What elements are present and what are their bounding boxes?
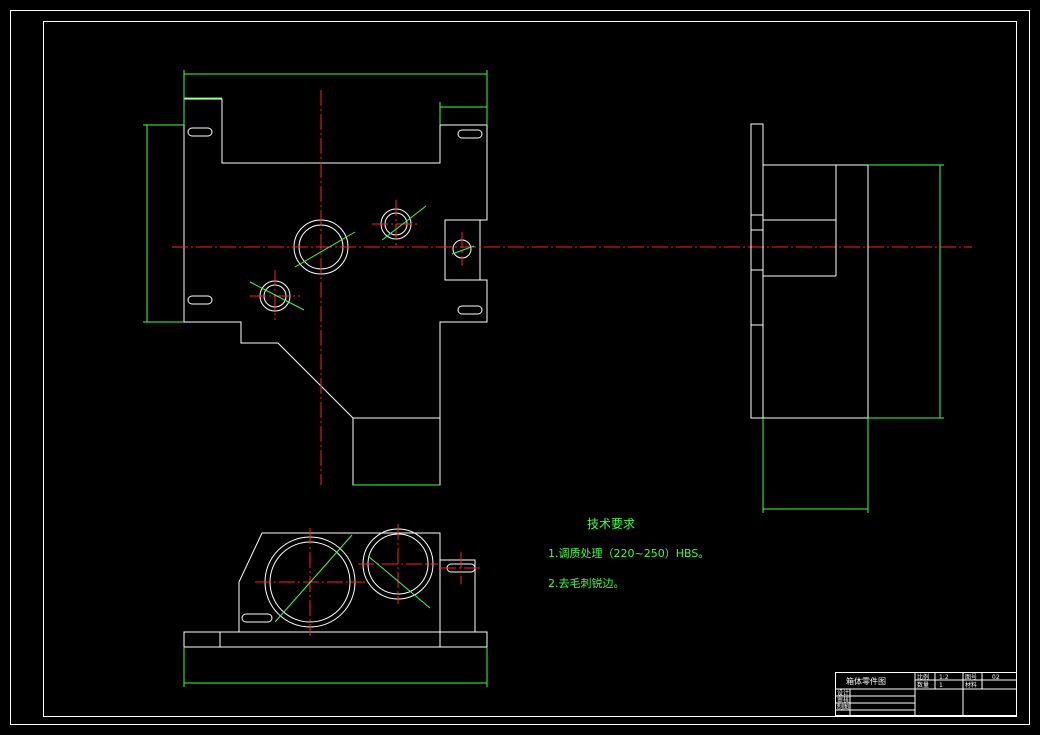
title-block-drawing-no-value: 02 xyxy=(992,674,1000,681)
top-view-dimensions xyxy=(183,534,488,687)
front-view-dimensions xyxy=(143,70,488,486)
title-block-quantity-value: 1 xyxy=(939,682,943,689)
front-view xyxy=(183,98,488,486)
title-block-scale-value: 1:2 xyxy=(939,674,949,681)
side-view-dimensions xyxy=(762,164,944,513)
top-view-centerlines xyxy=(255,524,480,636)
title-block-check-label: 审核 xyxy=(837,696,849,704)
centerlines xyxy=(172,90,972,485)
title-block-drafting-label: 制图 xyxy=(837,703,849,711)
title-block-drawing-no-label: 图号 xyxy=(965,674,977,681)
top-view xyxy=(183,528,488,648)
inner-border xyxy=(43,21,1017,717)
technical-requirement-item-1: 1.调质处理（220~250）HBS。 xyxy=(548,547,710,560)
title-block-material-label: 材料 xyxy=(965,681,977,689)
side-view xyxy=(750,123,869,419)
outer-border xyxy=(10,10,1030,725)
title-block xyxy=(835,672,1017,716)
technical-requirements-title: 技术要求 xyxy=(587,517,636,531)
technical-requirement-item-2: 2.去毛刺锐边。 xyxy=(548,577,625,590)
title-block-drawing-name: 箱体零件图 xyxy=(846,676,886,686)
title-block-design-label: 设计 xyxy=(837,689,849,697)
title-block-scale-label: 比例 xyxy=(917,673,929,681)
title-block-quantity-label: 数量 xyxy=(917,681,929,689)
